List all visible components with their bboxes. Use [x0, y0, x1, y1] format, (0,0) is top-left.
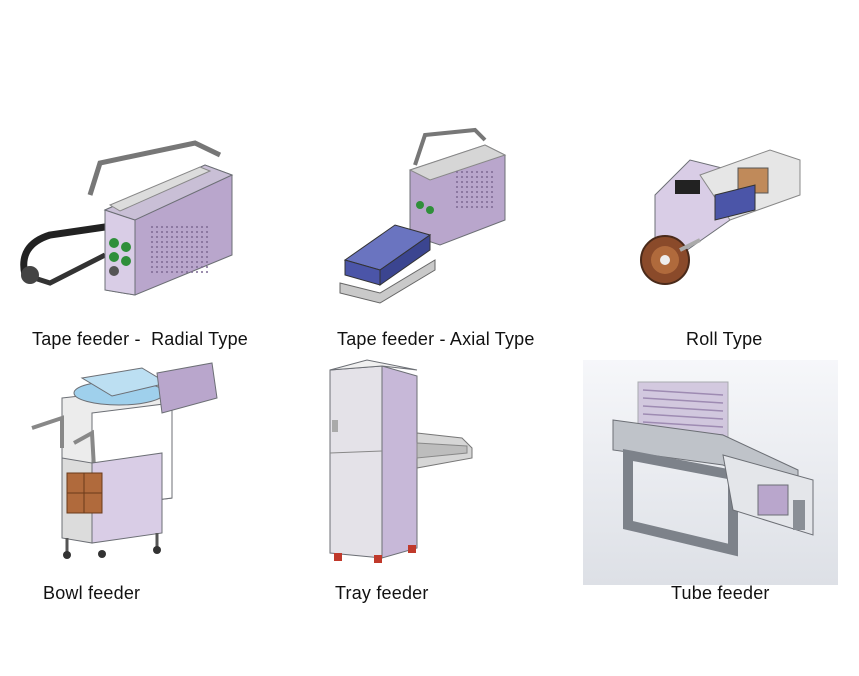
caption-bowl-feeder: Bowl feeder	[43, 583, 141, 603]
bowl-feeder-image	[22, 358, 222, 563]
caption-tray-feeder: Tray feeder	[335, 583, 429, 603]
caption-tape-feeder-axial: Tape feeder - Axial Type	[337, 329, 535, 349]
tape-feeder-radial-image	[10, 135, 240, 305]
caption-tube-feeder: Tube feeder	[671, 583, 770, 603]
tray-feeder-image	[322, 358, 482, 568]
tape-feeder-axial-image	[335, 125, 515, 305]
roll-type-image	[620, 140, 810, 290]
caption-roll-type: Roll Type	[686, 329, 763, 349]
caption-tape-feeder-radial: Tape feeder - Radial Type	[32, 329, 248, 349]
tube-feeder-image	[583, 360, 838, 585]
